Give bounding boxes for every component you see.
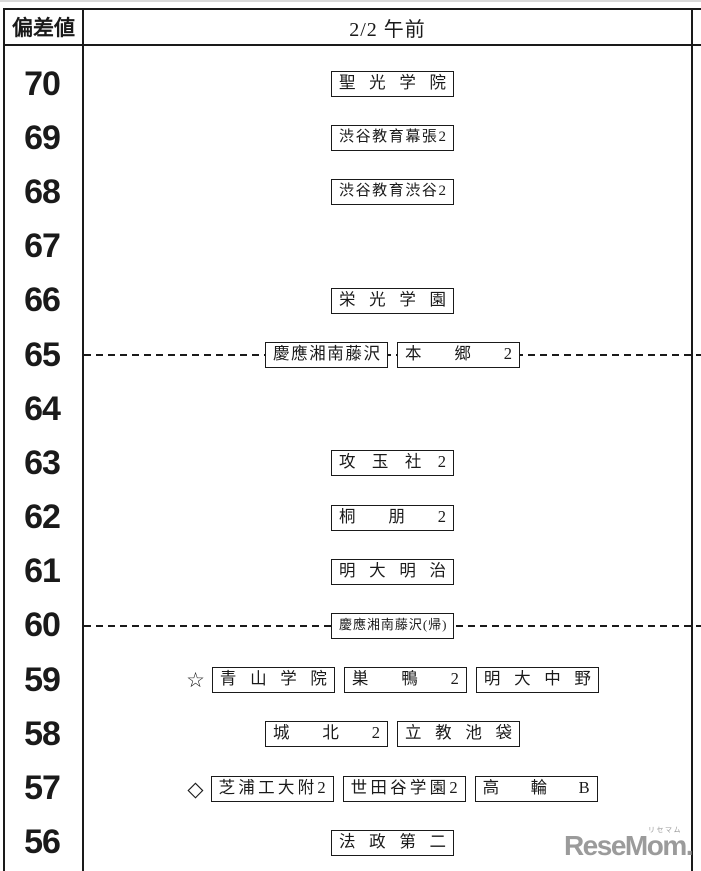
school-box: 本郷2 — [397, 342, 520, 369]
school-box: 渋谷教育渋谷2 — [331, 179, 454, 206]
deviation-value: 66 — [24, 281, 61, 320]
deviation-value: 67 — [24, 227, 61, 266]
resemom-logo-text: ReseMom. — [563, 830, 694, 861]
deviation-row-61: 61 明大明治 — [0, 545, 701, 599]
school-box: 青山学院 — [211, 667, 335, 694]
row-cell: 聖光学院 — [84, 57, 701, 111]
school-box: 世田谷学園2 — [342, 775, 466, 802]
row-cell — [84, 220, 701, 274]
top-strip — [0, 0, 701, 2]
header-separator-line — [3, 44, 701, 46]
star-icon: ☆ — [186, 668, 205, 693]
deviation-value: 63 — [24, 443, 61, 482]
school-box: 聖光学院 — [331, 71, 454, 98]
deviation-value: 64 — [24, 389, 61, 428]
school-box: 立教池袋 — [397, 721, 520, 748]
row-cell: 攻玉社2 — [84, 436, 701, 490]
resemom-logo: リセマム ReseMom. — [563, 827, 694, 862]
diamond-icon: ◇ — [187, 776, 204, 801]
table-border-left — [3, 8, 5, 871]
deviation-row-70: 70 聖光学院 — [0, 57, 701, 111]
row-cell: 明大明治 — [84, 545, 701, 599]
rows-container: 70 聖光学院 69 渋谷教育幕張2 68 渋谷教育渋谷2 67 66 栄光学園 — [0, 46, 701, 870]
table-border-top — [3, 8, 701, 10]
school-box: 栄光学園 — [331, 287, 454, 314]
row-cell: ☆ 青山学院 巣鴨2 明大中野 — [84, 653, 701, 707]
deviation-value: 69 — [24, 118, 61, 157]
dashed-guideline-65 — [84, 354, 701, 356]
row-cell: 城北2 立教池袋 — [84, 707, 701, 761]
deviation-row-68: 68 渋谷教育渋谷2 — [0, 165, 701, 219]
table-border-right — [691, 8, 693, 871]
column-separator-line — [82, 8, 84, 871]
row-cell: 慶應湘南藤沢 本郷2 — [84, 328, 701, 382]
deviation-value: 60 — [24, 606, 61, 645]
school-box: 慶應湘南藤沢(帰) — [331, 612, 454, 639]
deviation-value: 61 — [24, 552, 61, 591]
deviation-value: 56 — [24, 823, 61, 862]
deviation-value: 70 — [24, 64, 61, 103]
deviation-row-56: 56 法政第二 — [0, 816, 701, 870]
school-box: 法政第二 — [331, 829, 454, 856]
row-cell: 栄光学園 — [84, 274, 701, 328]
school-box: 攻玉社2 — [331, 450, 454, 477]
school-box: 城北2 — [265, 721, 388, 748]
deviation-value: 58 — [24, 714, 61, 753]
school-box: 桐朋2 — [331, 504, 454, 531]
row-cell: 慶應湘南藤沢(帰) — [84, 599, 701, 653]
deviation-row-65: 65 慶應湘南藤沢 本郷2 — [0, 328, 701, 382]
row-cell: 渋谷教育幕張2 — [84, 111, 701, 165]
resemom-logo-ruby: リセマム — [648, 827, 682, 834]
deviation-row-57: 57 ◇ 芝浦工大附2 世田谷学園2 高輪B — [0, 761, 701, 815]
school-box: 巣鴨2 — [343, 667, 467, 694]
deviation-row-58: 58 城北2 立教池袋 — [0, 707, 701, 761]
school-box: 明大中野 — [475, 667, 599, 694]
deviation-row-62: 62 桐朋2 — [0, 491, 701, 545]
deviation-row-66: 66 栄光学園 — [0, 274, 701, 328]
deviation-value: 65 — [24, 335, 61, 374]
deviation-value: 57 — [24, 769, 61, 808]
deviation-row-60: 60 慶應湘南藤沢(帰) — [0, 599, 701, 653]
school-box: 渋谷教育幕張2 — [331, 125, 454, 152]
deviation-row-64: 64 — [0, 382, 701, 436]
row-cell: 法政第二 — [84, 816, 701, 870]
deviation-value: 59 — [24, 660, 61, 699]
deviation-row-69: 69 渋谷教育幕張2 — [0, 111, 701, 165]
deviation-value: 68 — [24, 172, 61, 211]
school-box: 高輪B — [474, 775, 598, 802]
session-header: 2/2 午前 — [349, 18, 426, 41]
deviation-row-63: 63 攻玉社2 — [0, 436, 701, 490]
deviation-row-67: 67 — [0, 220, 701, 274]
deviation-row-59: 59 ☆ 青山学院 巣鴨2 明大中野 — [0, 653, 701, 707]
school-box: 慶應湘南藤沢 — [265, 342, 388, 369]
school-box: 芝浦工大附2 — [210, 775, 334, 802]
deviation-header: 偏差値 — [12, 17, 75, 40]
row-cell: 桐朋2 — [84, 491, 701, 545]
school-box: 明大明治 — [331, 558, 454, 585]
row-cell: 渋谷教育渋谷2 — [84, 165, 701, 219]
row-cell — [84, 382, 701, 436]
deviation-value: 62 — [24, 498, 61, 537]
row-cell: ◇ 芝浦工大附2 世田谷学園2 高輪B — [84, 761, 701, 815]
